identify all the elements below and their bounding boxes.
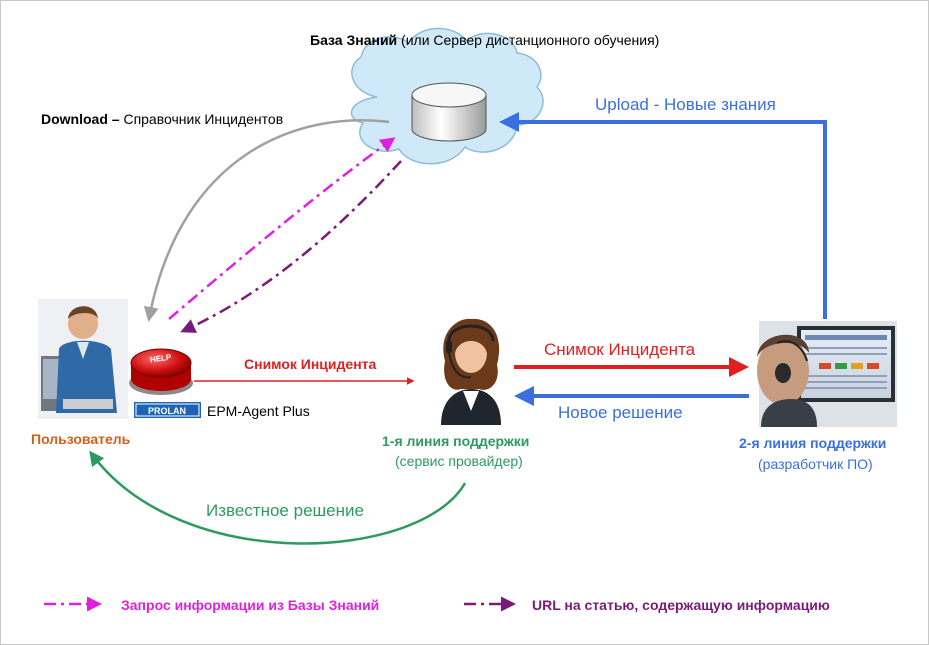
knowledge-base-title: База Знаний (или Сервер дистанционного о… (310, 32, 659, 48)
download-label-bold: Download – (41, 111, 120, 127)
epm-agent-label: EPM-Agent Plus (207, 403, 310, 419)
kb-url-arrow (180, 160, 402, 333)
kb-query-arrow (168, 137, 396, 320)
user-photo (38, 299, 128, 419)
first-line-sub: (сервис провайдер) (395, 453, 523, 469)
legend-url-label: URL на статью, содержащую информацию (532, 597, 830, 613)
download-label: Download – Справочник Инцидентов (41, 111, 283, 127)
database-icon (411, 82, 487, 142)
download-arrow (143, 119, 390, 322)
legend-query-label: Запрос информации из Базы Знаний (121, 597, 380, 613)
knowledge-base-title-rest: (или Сервер дистанционного обучения) (397, 32, 660, 48)
second-line-sub: (разработчик ПО) (758, 456, 873, 472)
second-line-label: 2-я линия поддержки (739, 435, 887, 451)
user-label: Пользователь (31, 431, 131, 447)
prolan-logo-text: PROLAN (148, 406, 186, 416)
download-label-rest: Справочник Инцидентов (119, 111, 284, 127)
knowledge-base-title-bold: База Знаний (310, 32, 398, 48)
first-line-label: 1-я линия поддержки (382, 433, 530, 449)
known-solution-label: Известное решение (206, 501, 364, 520)
upload-label: Upload - Новые знания (595, 95, 776, 114)
developer-photo (757, 321, 897, 427)
help-button-icon: HELP (129, 348, 193, 395)
help-text: HELP (149, 352, 172, 364)
new-solution-label: Новое решение (558, 403, 683, 422)
incident-snapshot-left-label: Снимок Инцидента (244, 356, 377, 372)
upload-arrow (499, 112, 827, 319)
known-solution-arrow (89, 450, 467, 545)
prolan-logo: PROLAN (134, 402, 201, 418)
operator-photo (434, 318, 502, 425)
incident-snapshot-right-label: Снимок Инцидента (544, 340, 696, 359)
